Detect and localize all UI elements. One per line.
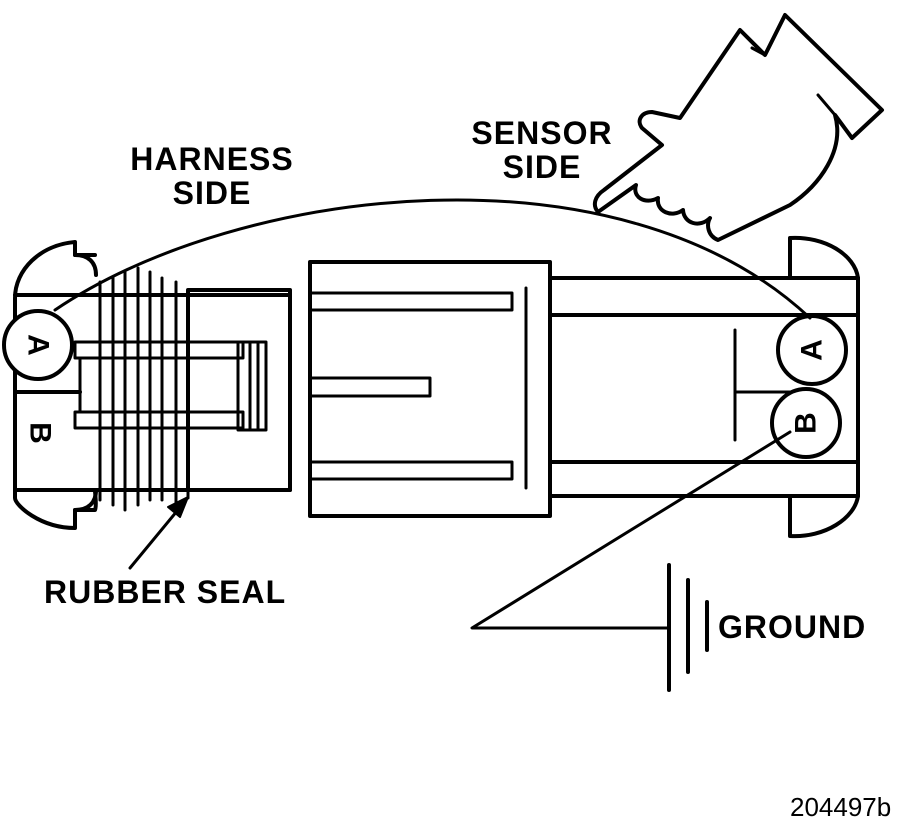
rubber-seal-label: RUBBER SEAL bbox=[44, 574, 287, 610]
harness-side-label: HARNESS SIDE bbox=[112, 142, 312, 210]
sensor-connector bbox=[308, 235, 860, 539]
rubber-seal-arrow bbox=[128, 496, 189, 570]
harness-housing-bump-bottom bbox=[73, 488, 98, 512]
ground-wire bbox=[470, 430, 792, 630]
sensor-side-label-line2: SIDE bbox=[502, 149, 582, 185]
harness-terminal-pins bbox=[73, 340, 268, 432]
sensor-front-body bbox=[308, 260, 552, 518]
ground-symbol-icon bbox=[667, 563, 709, 692]
sensor-terminal-a-circle bbox=[776, 314, 848, 386]
harness-connector-housing bbox=[13, 240, 98, 530]
sensor-end-cap-bottom bbox=[788, 494, 860, 539]
sensor-side-label-line1: SENSOR bbox=[471, 115, 613, 151]
harness-side-label-line2: SIDE bbox=[172, 175, 252, 211]
pointing-hand-finger-crease bbox=[750, 46, 837, 117]
harness-housing-bump-top bbox=[73, 253, 98, 277]
rubber-seal-ribs bbox=[98, 266, 190, 512]
harness-terminal-a-circle bbox=[2, 309, 74, 381]
harness-side-label-line1: HARNESS bbox=[130, 141, 294, 177]
sensor-side-label: SENSOR SIDE bbox=[442, 116, 642, 184]
harness-terminal-b-label: B bbox=[24, 422, 57, 444]
ground-label: GROUND bbox=[718, 609, 867, 645]
sensor-terminal-pins bbox=[310, 286, 792, 490]
sensor-terminal-b-circle bbox=[770, 387, 842, 459]
harness-terminal-a-label: A bbox=[22, 334, 55, 356]
pointing-hand-icon bbox=[592, 13, 884, 242]
sensor-terminal-b-label: B bbox=[790, 412, 823, 434]
sensor-terminal-a-label: A bbox=[796, 339, 829, 361]
harness-connector bbox=[2, 240, 292, 530]
sensor-end-cap-top bbox=[788, 235, 860, 280]
jumper-wire-arc bbox=[53, 198, 812, 320]
figure-reference-number: 204497b bbox=[790, 792, 892, 822]
